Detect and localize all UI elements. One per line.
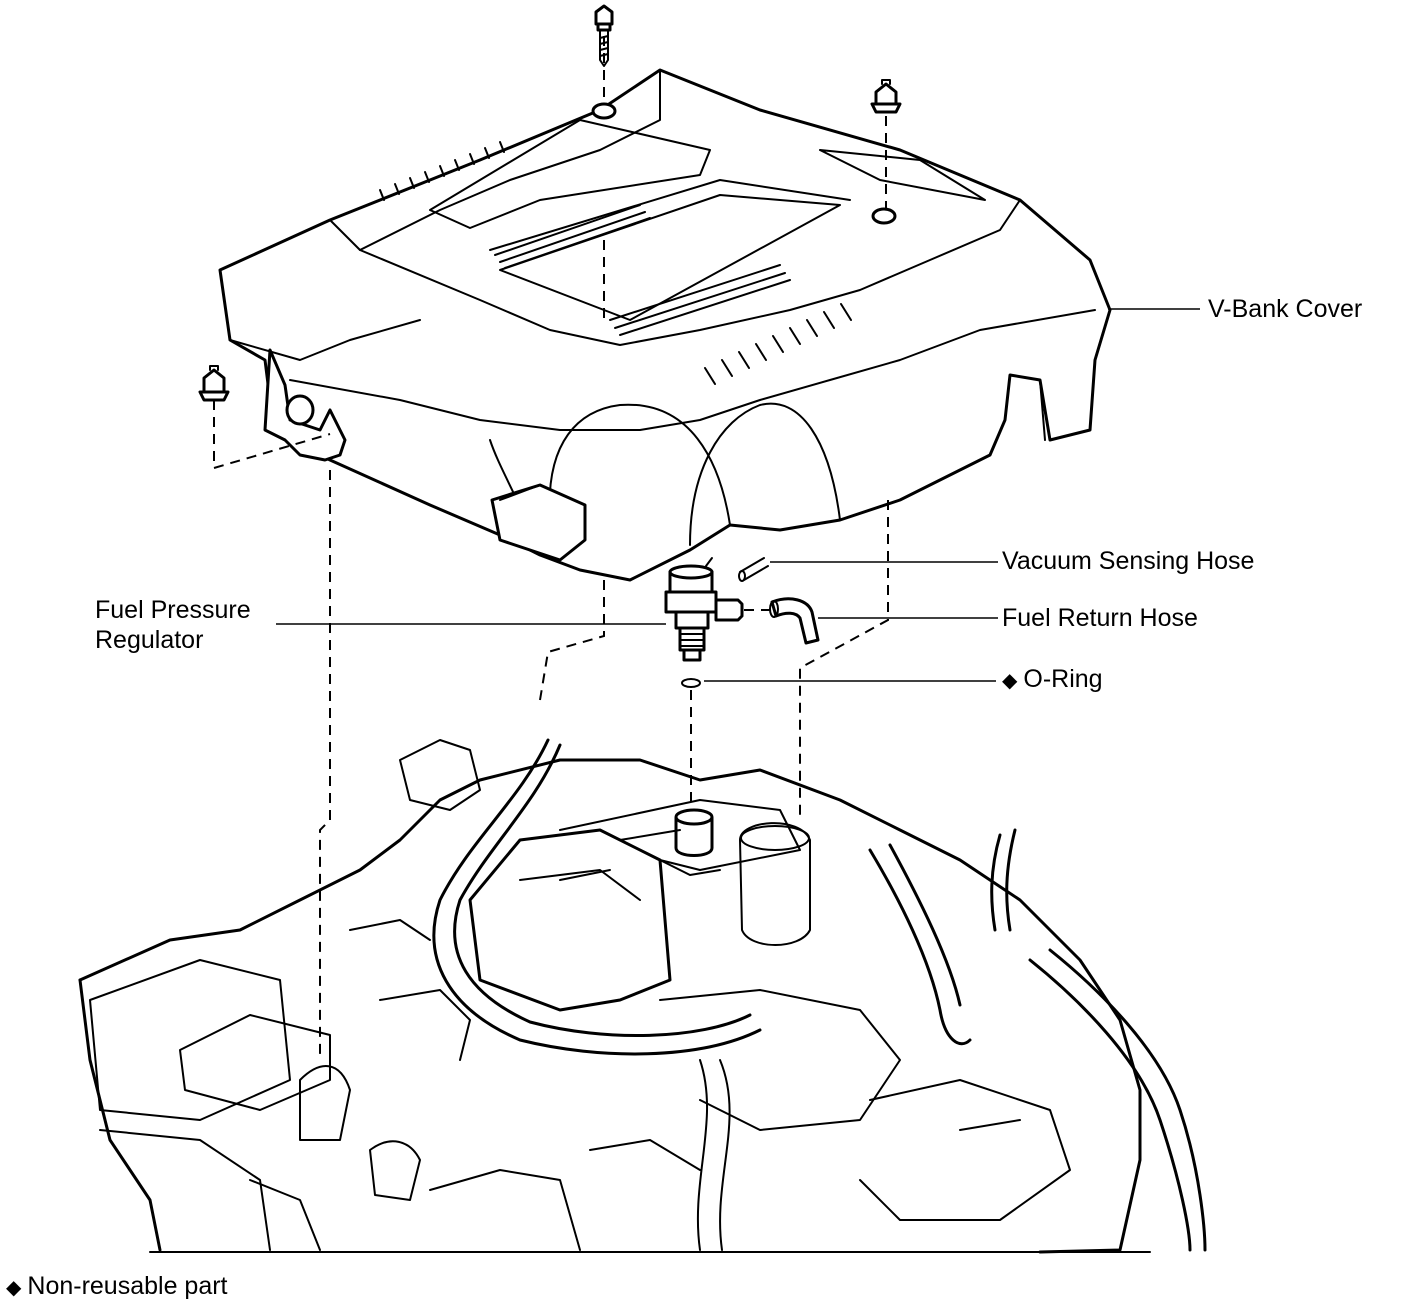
label-o-ring: ◆O-Ring [1002, 664, 1103, 696]
label-fuel-pressure-regulator-line2: Regulator [95, 626, 204, 654]
fuel-pressure-regulator [664, 557, 744, 662]
label-v-bank-cover: V-Bank Cover [1208, 295, 1363, 323]
cover-nut-right [870, 79, 902, 114]
legend-non-reusable: ◆Non-reusable part [6, 1271, 228, 1303]
vacuum-sensing-hose [738, 557, 769, 582]
non-reusable-diamond-icon: ◆ [1002, 670, 1018, 692]
legend-text: Non-reusable part [27, 1272, 228, 1300]
legend-diamond-icon: ◆ [6, 1277, 22, 1299]
cover-bolt-top [594, 4, 614, 67]
cover-nut-left [198, 365, 230, 402]
cover-vent-ribs [379, 141, 852, 385]
leader-lines [276, 308, 1200, 682]
label-fuel-pressure-regulator-line1: Fuel Pressure [95, 596, 251, 624]
alignment-lines [213, 36, 889, 1060]
label-vacuum-sensing-hose: Vacuum Sensing Hose [1002, 547, 1255, 575]
label-fuel-pressure-regulator: Fuel Pressure Regulator [95, 595, 251, 655]
label-o-ring-text: O-Ring [1023, 665, 1103, 693]
engine-assembly [78, 738, 1207, 1254]
fuel-return-hose [769, 597, 820, 645]
v-bank-cover [218, 68, 1112, 582]
o-ring [681, 678, 701, 688]
label-fuel-return-hose: Fuel Return Hose [1002, 604, 1198, 632]
